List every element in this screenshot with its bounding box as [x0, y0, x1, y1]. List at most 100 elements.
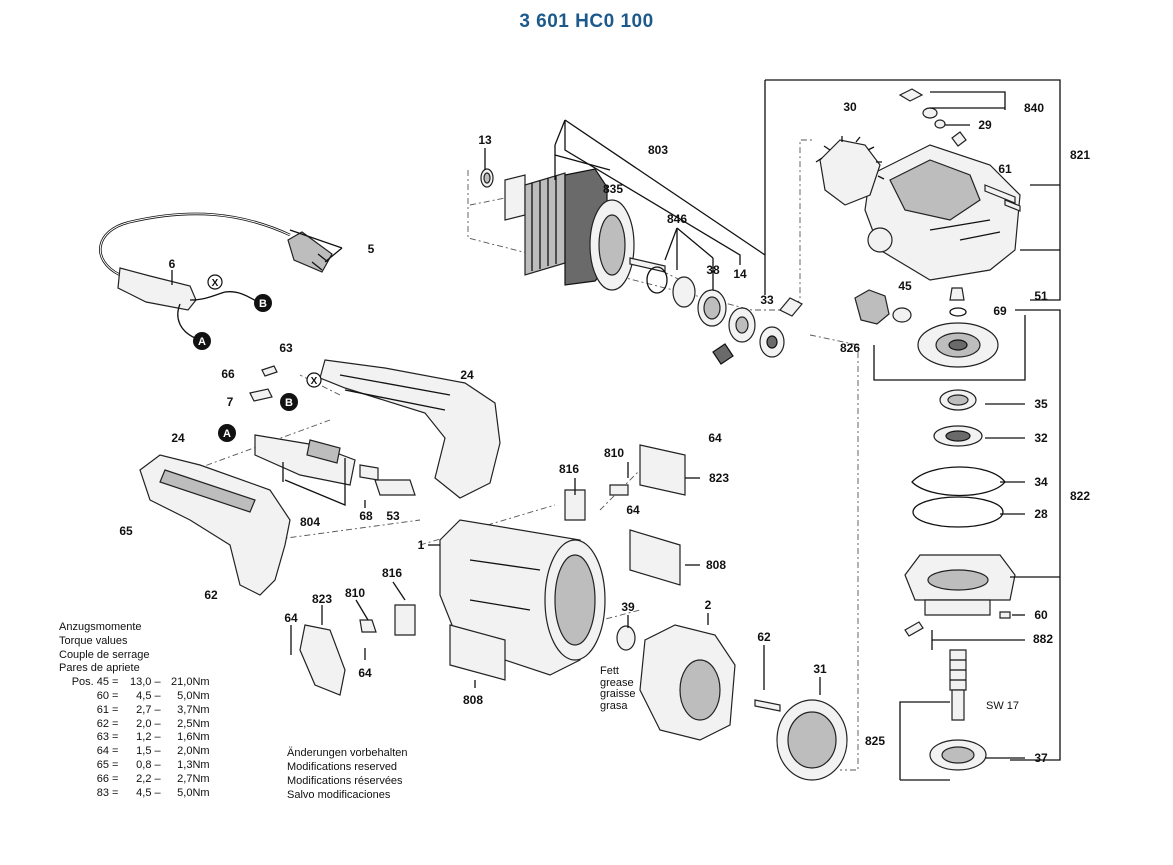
part-label: 28	[1034, 507, 1048, 521]
grease-line: grease	[600, 676, 634, 689]
part-label: 2	[705, 598, 712, 612]
grease-line: grasa	[600, 699, 628, 712]
part-numbers: 13 803 835 846 38 14 33 5 6 30 840 29 82…	[119, 100, 1090, 765]
part-label: 64	[358, 666, 372, 680]
part-label: 835	[603, 182, 623, 196]
part-label: 34	[1034, 475, 1048, 489]
grease-line: Fett	[600, 665, 619, 677]
part-label: 32	[1034, 431, 1048, 445]
part-label: 823	[709, 471, 729, 485]
torque-pos: 65	[96, 758, 109, 771]
torque-heading: Torque values	[59, 634, 128, 647]
marker-b-cord	[254, 294, 272, 312]
bevel-gears	[854, 289, 999, 368]
part-label: 803	[648, 143, 668, 157]
torque-max: 5,0Nm	[177, 786, 210, 799]
part-label: 7	[227, 395, 234, 409]
wrench-size-label: SW 17	[986, 700, 1019, 712]
spindle-assembly	[904, 389, 1016, 771]
part-label: 804	[300, 515, 320, 529]
part-label: 14	[733, 267, 747, 281]
part-label: 63	[279, 341, 293, 355]
page-title: 3 601 HC0 100	[519, 11, 654, 32]
part-label: 35	[1034, 397, 1048, 411]
torque-row: 65=0,8–1,3Nm	[59, 759, 213, 773]
marker-b-switch	[280, 393, 298, 411]
gear-housing	[815, 88, 1021, 301]
torque-row: 61=2,7–3,7Nm	[59, 704, 213, 718]
part-label: 1	[418, 538, 425, 552]
part-label: 33	[760, 293, 774, 307]
part-label: 37	[1034, 751, 1048, 765]
part-label: 822	[1070, 489, 1090, 503]
torque-pos: 64	[96, 745, 109, 758]
torque-row: 64=1,5–2,0Nm	[59, 745, 213, 759]
modification-notes: Änderungen vorbehalten Modifications res…	[287, 746, 407, 802]
torque-pos: 66	[96, 772, 109, 785]
part-label: 65	[119, 524, 133, 538]
part-label: 60	[1034, 608, 1048, 622]
torque-values-table: Anzugsmomente Torque values Couple de se…	[59, 621, 213, 800]
part-label: 64	[284, 611, 298, 625]
torque-row: 62=2,0–2,5Nm	[59, 718, 213, 732]
part-label: 846	[667, 212, 687, 226]
torque-row: 60=4,5–5,0Nm	[59, 690, 213, 704]
marker-a-switch	[218, 424, 236, 442]
torque-min: 1,2	[136, 731, 152, 744]
part-label: 13	[478, 133, 492, 147]
part-label: 62	[204, 588, 218, 602]
part-label: 810	[604, 446, 624, 460]
part-label: 808	[463, 693, 483, 707]
part-label: 816	[559, 462, 579, 476]
marker-x-cord	[207, 274, 223, 290]
torque-max: 2,5Nm	[177, 717, 210, 730]
grease-line: graisse	[600, 688, 636, 700]
part-label: 61	[998, 162, 1012, 176]
torque-min: 2,2	[136, 772, 152, 785]
torque-min: 2,0	[136, 717, 152, 730]
part-label: 62	[757, 630, 771, 644]
grease-note: Fett grease graisse grasa	[600, 665, 636, 712]
torque-min: 4,5	[136, 689, 152, 702]
torque-pos: 83	[96, 786, 109, 799]
torque-rows: Pos. 45=13,0–21,0Nm 60=4,5–5,0Nm 61=2,7–…	[59, 676, 213, 800]
torque-row: Pos. 45=13,0–21,0Nm	[59, 676, 213, 690]
marker-x-handle-label: X	[311, 376, 318, 387]
torque-pos: 61	[96, 703, 109, 716]
marker-a-cord	[193, 332, 211, 350]
bearings-top	[480, 168, 803, 365]
torque-max: 1,6Nm	[177, 731, 210, 744]
torque-heading: Couple de serrage	[59, 648, 150, 661]
part-label: 826	[840, 341, 860, 355]
markers: B A X B A X	[193, 274, 322, 442]
marker-a-cord-label: A	[198, 336, 206, 348]
part-label: 38	[706, 263, 720, 277]
part-label: 825	[865, 734, 885, 748]
torque-pos: 62	[96, 717, 109, 730]
torque-pos: 63	[96, 731, 109, 744]
marker-a-switch-label: A	[223, 428, 231, 440]
part-label: 5	[368, 242, 375, 256]
part-label: 840	[1024, 101, 1044, 115]
part-label: 45	[898, 279, 912, 293]
part-label: 808	[706, 558, 726, 572]
switch-parts	[249, 199, 1021, 712]
part-label: 24	[460, 368, 474, 382]
part-label: 810	[345, 586, 365, 600]
part-label: 66	[221, 367, 235, 381]
leader-lines	[171, 79, 1061, 781]
handles	[139, 359, 501, 596]
marker-x-cord-label: X	[212, 278, 219, 289]
torque-row: 63=1,2–1,6Nm	[59, 731, 213, 745]
torque-max: 2,7Nm	[177, 772, 210, 785]
torque-min: 1,5	[136, 745, 152, 758]
part-label: 24	[171, 431, 185, 445]
torque-min: 2,7	[136, 703, 152, 716]
torque-max: 21,0Nm	[171, 676, 210, 689]
part-label: 51	[1034, 289, 1048, 303]
part-label: 31	[813, 662, 827, 676]
part-label: 53	[386, 509, 400, 523]
torque-max: 3,7Nm	[177, 703, 210, 716]
marker-b-switch-label: B	[285, 397, 293, 409]
